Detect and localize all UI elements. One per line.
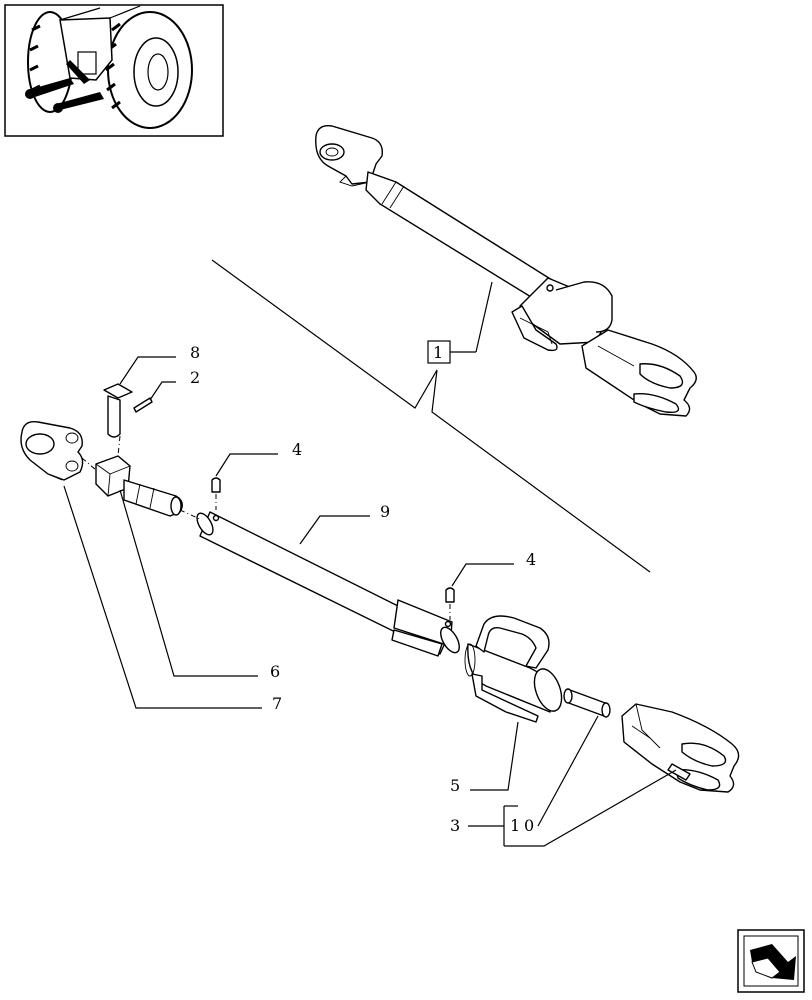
- callout-3-label: 3: [450, 816, 460, 835]
- callout-7-label: 7: [272, 694, 282, 713]
- part-4-grease-nipple-upper: [211, 477, 221, 493]
- callout-6[interactable]: 6: [119, 489, 280, 681]
- part-7-rear-fork: [20, 421, 84, 481]
- callout-8[interactable]: 8: [119, 343, 200, 385]
- axis-line-rod: [179, 509, 203, 521]
- assembled-lower-link: [315, 125, 697, 417]
- part-2-clip: [133, 397, 153, 413]
- next-page-arrow-icon[interactable]: [737, 929, 805, 993]
- callout-6-label: 6: [270, 662, 280, 681]
- callout-3-10-group[interactable]: 3 1 0: [450, 715, 677, 847]
- callout-9[interactable]: 9: [299, 502, 390, 545]
- callout-4-upper-label: 4: [292, 440, 302, 459]
- part-6-threaded-rod: [95, 455, 183, 517]
- axis-line-upper: [81, 457, 97, 471]
- callout-10-label-digit-1: 1: [510, 816, 520, 835]
- callout-1[interactable]: 1: [427, 281, 493, 364]
- part-5-sleeve: [464, 615, 563, 723]
- callout-2-label: 2: [190, 368, 200, 387]
- part-4-grease-nipple-lower: [445, 587, 455, 603]
- callout-2[interactable]: 2: [149, 368, 200, 401]
- part-9-tube: [196, 511, 460, 657]
- part-8-pin: [103, 383, 133, 438]
- assembly-separator-line: [211, 259, 651, 573]
- callout-5-label: 5: [450, 776, 460, 795]
- callout-4-lower[interactable]: 4: [451, 550, 536, 587]
- callout-4-upper[interactable]: 4: [215, 440, 302, 477]
- tractor-thumbnail[interactable]: [4, 4, 224, 137]
- callout-7[interactable]: 7: [63, 485, 282, 713]
- callout-4-lower-label: 4: [526, 550, 536, 569]
- callout-9-label: 9: [380, 502, 390, 521]
- part-3-front-fork: [621, 703, 740, 793]
- part-10-rod: [563, 688, 611, 718]
- callout-10-label-digit-0: 0: [524, 816, 534, 835]
- callout-5[interactable]: 5: [450, 721, 519, 795]
- callout-1-label: 1: [433, 343, 443, 362]
- axis-line-pin: [117, 435, 121, 457]
- callout-8-label: 8: [190, 343, 200, 362]
